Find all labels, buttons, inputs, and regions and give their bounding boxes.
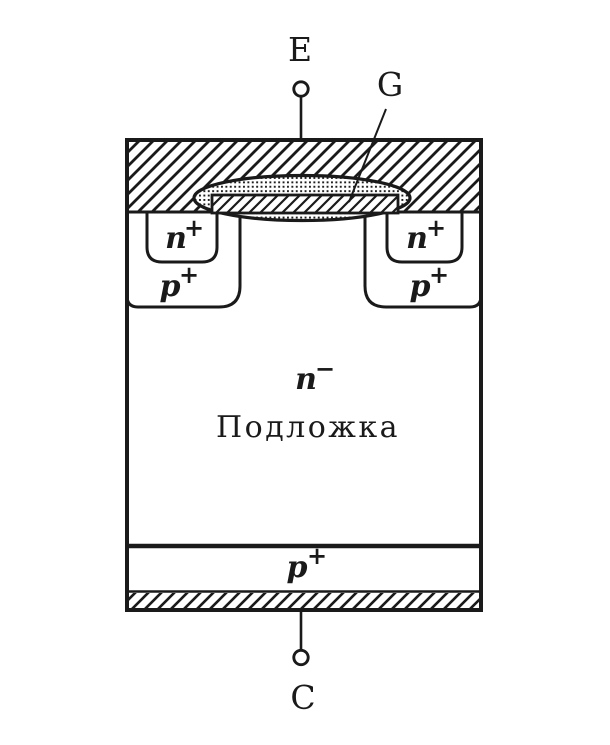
left-n-region-sup: + [184, 213, 204, 242]
right-n-source-well [385, 211, 464, 264]
gate-electrode [210, 193, 400, 215]
left-n-source-well [145, 211, 219, 264]
right-p-region-sup: + [429, 260, 449, 289]
left-n-region-label: n [165, 221, 187, 256]
left-p-region-sup: + [179, 260, 199, 289]
right-p-region-label: p [410, 269, 431, 304]
collector-metal-layer [127, 593, 481, 609]
right-n-region-sup: + [426, 213, 446, 242]
emitter-terminal-circle [292, 80, 310, 98]
left-p-region-label: p [160, 269, 181, 304]
substrate-caption: Подложка [216, 410, 400, 445]
gate-terminal-label: G [377, 65, 403, 104]
gate-pointer-line [348, 108, 387, 203]
device-outline [125, 138, 483, 612]
drift-n-region-label: n [295, 362, 317, 397]
emitter-terminal-label: E [288, 30, 312, 69]
drift-n-region-sup: − [315, 354, 335, 383]
collector-p-region-label: p [287, 550, 308, 585]
collector-terminal-label: C [290, 678, 315, 717]
collector-p-region-sup: + [307, 541, 327, 570]
collector-terminal-circle [292, 648, 310, 667]
right-n-region-label: n [406, 221, 428, 256]
